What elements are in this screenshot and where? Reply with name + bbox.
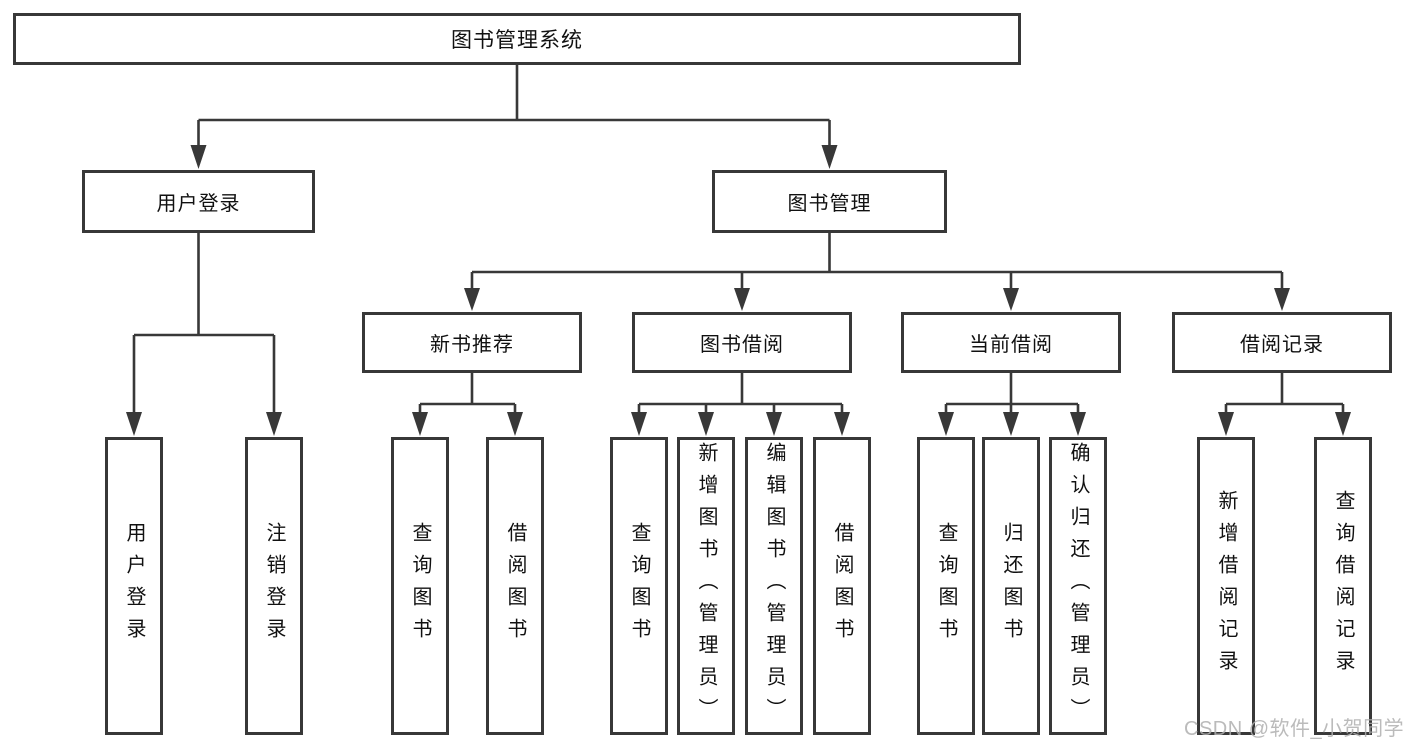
leaf-edit-book-admin: 编辑图书（管理员）: [745, 437, 803, 735]
node-label: 图书管理系统: [451, 29, 583, 52]
leaf-logout: 注销登录: [245, 437, 303, 735]
node-user-login-branch: 用户登录: [82, 170, 315, 233]
node-book-management-branch: 图书管理: [712, 170, 947, 233]
leaf-label: 借阅图书: [504, 522, 526, 650]
leaf-query-books-current: 查询图书: [917, 437, 975, 735]
node-label: 新书推荐: [430, 334, 514, 356]
leaf-add-borrow-record: 新增借阅记录: [1197, 437, 1255, 735]
node-label: 当前借阅: [969, 334, 1053, 356]
leaf-label: 查询图书: [935, 522, 957, 650]
leaf-label: 新增借阅记录: [1215, 490, 1237, 682]
node-library-system-root: 图书管理系统: [13, 13, 1021, 65]
leaf-label: 确认归还（管理员）: [1067, 442, 1089, 730]
leaf-add-book-admin: 新增图书（管理员）: [677, 437, 735, 735]
node-current-borrowing: 当前借阅: [901, 312, 1121, 373]
leaf-label: 归还图书: [1000, 522, 1022, 650]
leaf-label: 查询借阅记录: [1332, 490, 1354, 682]
leaf-label: 注销登录: [263, 522, 285, 650]
node-label: 借阅记录: [1240, 334, 1324, 356]
leaf-user-login: 用户登录: [105, 437, 163, 735]
leaf-label: 用户登录: [123, 522, 145, 650]
leaf-confirm-return-admin: 确认归还（管理员）: [1049, 437, 1107, 735]
node-label: 图书借阅: [700, 334, 784, 356]
connector-shafts: [132, 65, 1345, 420]
node-label: 图书管理: [787, 193, 872, 215]
leaf-label: 查询图书: [409, 522, 431, 650]
leaf-query-books-borrowing: 查询图书: [610, 437, 668, 735]
node-borrowing-records: 借阅记录: [1172, 312, 1392, 373]
leaf-query-borrow-record: 查询借阅记录: [1314, 437, 1372, 735]
node-label: 用户登录: [156, 193, 241, 215]
leaf-query-books-recommend: 查询图书: [391, 437, 449, 735]
leaf-label: 查询图书: [628, 522, 650, 650]
leaf-label: 借阅图书: [831, 522, 853, 650]
leaf-label: 新增图书（管理员）: [695, 442, 717, 730]
node-book-borrowing: 图书借阅: [632, 312, 852, 373]
connector-arrowheads: [126, 145, 1351, 436]
leaf-borrow-books-recommend: 借阅图书: [486, 437, 544, 735]
leaf-return-book: 归还图书: [982, 437, 1040, 735]
leaf-borrow-books-borrowing: 借阅图书: [813, 437, 871, 735]
leaf-label: 编辑图书（管理员）: [763, 442, 785, 730]
csdn-watermark: CSDN @软件_小贺同学: [1184, 718, 1405, 740]
node-new-book-recommend: 新书推荐: [362, 312, 582, 373]
